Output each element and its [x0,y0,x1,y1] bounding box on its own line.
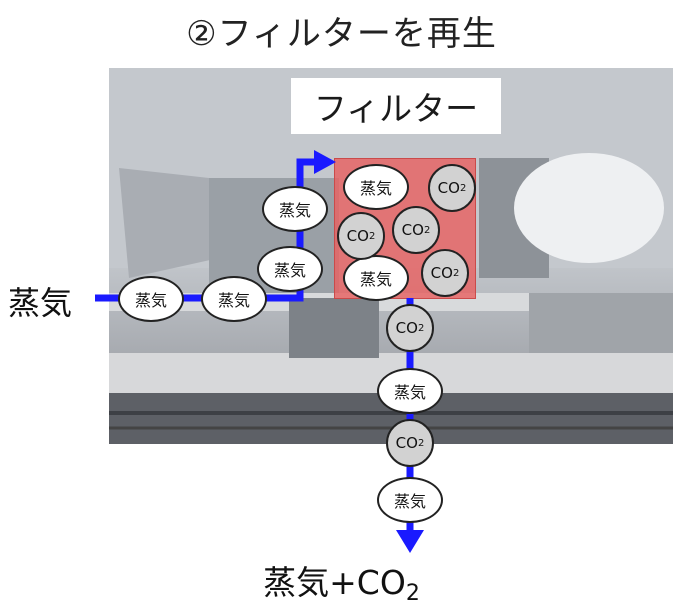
filter-label: フィルター [291,78,501,134]
steam-bubble: 蒸気 [257,246,323,292]
arrow-head-right [314,150,336,174]
output-label: 蒸気+CO2 [263,563,420,606]
steam-bubble: 蒸気 [201,276,267,322]
steam-bubble: 蒸気 [343,164,409,210]
steam-bubble: 蒸気 [118,276,184,322]
steam-bubble: 蒸気 [343,255,409,301]
diagram-title: ②フィルターを再生 [186,14,497,54]
steam-bubble: 蒸気 [377,477,443,523]
inlet-steam-label: 蒸気 [8,284,73,322]
steam-bubble: 蒸気 [377,368,443,414]
steam-bubble: 蒸気 [262,186,328,232]
arrow-head-down [396,530,424,553]
